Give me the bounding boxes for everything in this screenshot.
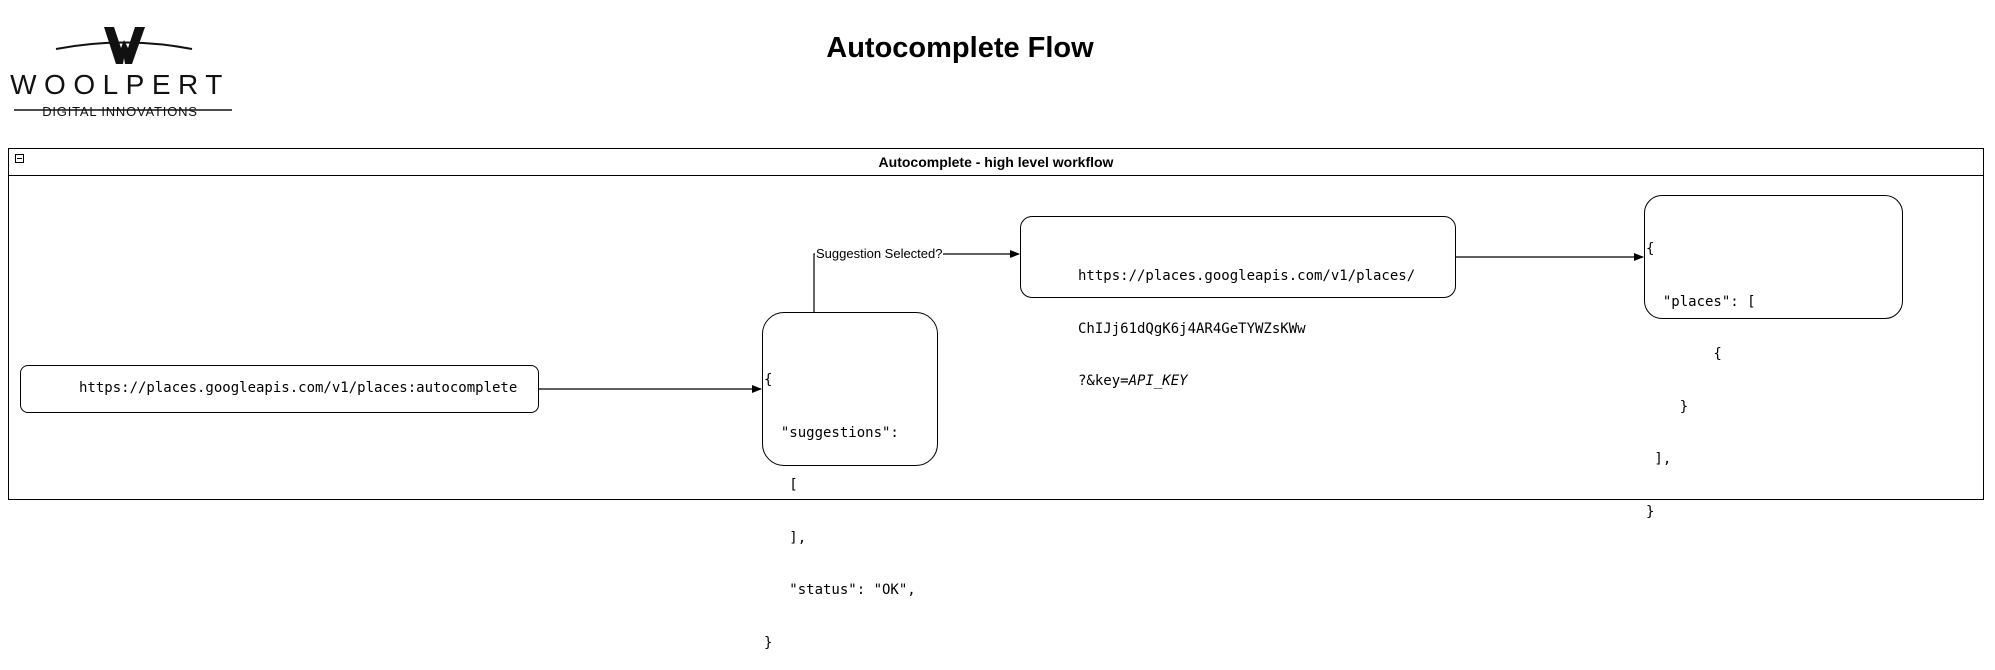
suggestions-code-line: ], [764,529,807,546]
suggestions-code-line: [ [764,477,798,493]
places-code-line: ], [1646,451,1672,467]
place-details-url-line: https://places.googleapis.com/v1/places/ [1078,268,1416,284]
api-key-prefix: ?&key= [1078,373,1129,389]
places-code-line: { [1646,346,1722,362]
edge-label-suggestion-selected: Suggestion Selected? [815,245,944,263]
autocomplete-request-url: https://places.googleapis.com/v1/places:… [79,380,518,397]
place-id-line: ChIJj61dQgK6j4AR4GeTYWZsKWw [1078,320,1306,337]
places-code-line: "places": [ [1646,293,1756,310]
places-response-node[interactable]: { "places": [ { } ], } [1644,195,1903,520]
suggestions-code-line: } [764,634,773,651]
woolpert-w-mark-icon [14,27,232,111]
swimlane-title: Autocomplete - high level workflow [878,154,1114,170]
api-key-placeholder: API_KEY [1128,373,1188,389]
swimlane-header: Autocomplete - high level workflow [9,149,1983,176]
logo-wordmark: WOOLPERT [10,69,230,100]
places-code-line: } [1646,398,1689,415]
suggestions-code-line: "suggestions": [764,424,899,441]
suggestions-code-line: { [764,372,773,388]
swimlane-container: Autocomplete - high level workflow [8,148,1984,500]
api-key-param-line: ?&key=API_KEY [1078,373,1455,391]
logo-tagline: DIGITAL INNOVATIONS [42,104,198,119]
page-title: Autocomplete Flow [826,32,1094,64]
suggestions-response-node[interactable]: { "suggestions": [ ], "status": "OK", } [762,312,938,651]
suggestions-code-line: "status": "OK", [764,582,916,598]
places-code-line: } [1646,503,1655,520]
place-details-request-node[interactable]: https://places.googleapis.com/v1/places/… [1020,216,1456,389]
autocomplete-request-node[interactable]: https://places.googleapis.com/v1/places:… [20,365,539,413]
collapse-toggle-icon[interactable] [15,154,24,163]
places-code-line: { [1646,241,1655,257]
